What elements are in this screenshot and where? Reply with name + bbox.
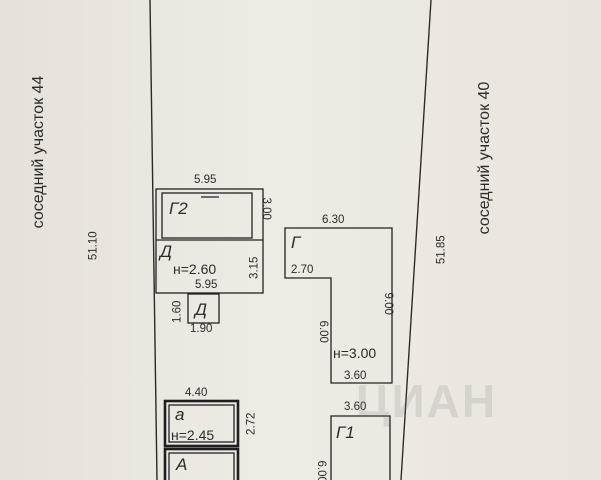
right-boundary-length: 51.85 xyxy=(435,235,448,265)
neighbor-right-label: соседний участок 40 xyxy=(476,81,493,235)
d-main-depth: 3.15 xyxy=(248,256,261,279)
g1-label: Г1 xyxy=(336,423,355,442)
building-g1-outline xyxy=(330,415,391,480)
g1-width: 3.60 xyxy=(344,401,367,413)
building-a-small-inner xyxy=(168,404,235,443)
g-inner-side: 6.00 xyxy=(316,320,329,343)
a-big-label: А xyxy=(176,455,188,474)
building-d-outline xyxy=(155,188,264,294)
building-d-small-outline xyxy=(187,293,220,324)
g-top-length: 6.30 xyxy=(322,214,345,226)
right-boundary-line xyxy=(400,0,432,480)
d-main-width: 5.95 xyxy=(195,279,218,291)
left-boundary-line xyxy=(149,0,158,480)
g-bottom-length: 3.60 xyxy=(344,370,367,382)
d-small-width: 1.90 xyxy=(190,323,213,335)
g-label: Г xyxy=(291,233,301,252)
left-boundary-length: 51.10 xyxy=(87,231,100,261)
neighbor-left-label: соседний участок 44 xyxy=(30,75,47,229)
a-small-height: н=2.45 xyxy=(171,427,215,443)
watermark-logo: ЦИАН xyxy=(356,375,498,427)
d-small-label: Д xyxy=(195,300,207,319)
a-small-label: а xyxy=(175,405,185,424)
g-inner-step: 2.70 xyxy=(291,264,314,276)
a-small-width: 4.40 xyxy=(185,387,208,399)
building-a-small-outline xyxy=(163,399,240,448)
g-height: н=3.00 xyxy=(333,345,377,361)
g2-width: 5.95 xyxy=(194,174,217,186)
d-main-height: н=2.60 xyxy=(173,261,217,277)
building-g-outline xyxy=(284,227,393,384)
g2-label: Г2 xyxy=(169,199,188,218)
g-right-length: 9.00 xyxy=(381,292,394,315)
building-a-big-inner xyxy=(168,452,235,480)
a-small-depth: 2.72 xyxy=(245,412,258,435)
building-g2-outline xyxy=(161,192,253,239)
g2-depth: 3.00 xyxy=(259,197,272,220)
d-small-depth: 1.60 xyxy=(171,300,184,323)
g1-side: 6.00 xyxy=(314,460,327,480)
building-a-big-outline xyxy=(163,447,240,480)
d-main-label: Д xyxy=(160,242,172,261)
